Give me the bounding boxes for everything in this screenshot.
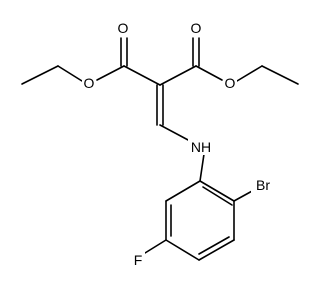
- atom-o-carbonyl-right: O: [189, 20, 203, 36]
- bond-ethyl-left-ch2-o: [57, 65, 83, 82]
- atom-f: F: [131, 252, 145, 268]
- atom-labels: O O O O NH Br F: [82, 20, 275, 268]
- atom-nh: NH: [188, 139, 214, 155]
- bond-ring-f: [144, 239, 167, 254]
- bond-ring-4: [165, 239, 200, 261]
- atom-label: NH: [191, 139, 211, 155]
- bond-ethyl-right-o-ch2: [236, 65, 263, 82]
- bond-central-to-c-right: [159, 65, 197, 86]
- bond-c-left-to-central: [123, 65, 161, 86]
- bond-ring-6: [165, 180, 201, 202]
- bond-nh-ring: [199, 153, 205, 182]
- atom-br: Br: [251, 177, 275, 193]
- atom-label: O: [84, 75, 95, 91]
- bond-ring-3: [198, 239, 235, 261]
- atom-label: O: [191, 20, 202, 36]
- bonds: [21, 37, 299, 261]
- atom-label: O: [225, 75, 236, 91]
- atom-o-ester-left: O: [82, 75, 96, 91]
- bond-ethyl-left-ch3-ch2: [21, 65, 59, 85]
- atom-o-ester-right: O: [223, 75, 237, 91]
- atom-label: O: [118, 20, 129, 36]
- bond-ester-left-o-c: [96, 65, 125, 81]
- bond-ring-3-inner: [198, 236, 230, 255]
- bond-ring-1-inner: [202, 186, 233, 206]
- bond-ring-1: [199, 180, 235, 202]
- atom-o-carbonyl-left: O: [116, 20, 130, 36]
- bond-ring-br: [233, 189, 255, 202]
- bond-ch-nh: [159, 124, 191, 142]
- atom-label: F: [134, 252, 143, 268]
- atom-label: Br: [256, 177, 270, 193]
- bond-ester-right-c-o: [195, 65, 223, 81]
- bond-ethyl-right-ch2-ch3: [261, 65, 299, 85]
